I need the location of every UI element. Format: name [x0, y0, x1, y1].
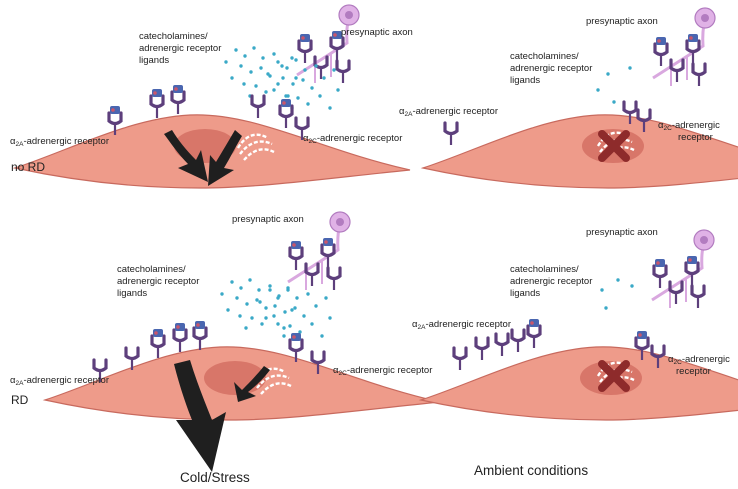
arrow-icon — [164, 130, 208, 182]
ligands-label-1: catecholamines/ — [510, 51, 579, 62]
presynaptic-axon-label: presynaptic axon — [586, 16, 658, 27]
a2c-label-line-1: α2C-adrenergic — [668, 354, 730, 366]
receptor-icon — [192, 319, 208, 352]
a2c-label: α2C-adrenergic receptor — [303, 133, 402, 145]
receptor-icon — [443, 121, 459, 147]
a2c-label-line-1: α2C-adrenergic — [658, 120, 720, 132]
caption-ambient-conditions: Ambient conditions — [474, 463, 588, 478]
panel-top-left: catecholamines/ adrenergic receptor liga… — [10, 5, 413, 189]
ligands-label-2: adrenergic receptor — [117, 276, 199, 287]
arrow-icon — [174, 360, 226, 472]
presynaptic-axon-label: presynaptic axon — [232, 214, 304, 225]
receptor-icon — [494, 332, 510, 358]
ligands-label-3: ligands — [510, 288, 540, 299]
ligands-label-1: catecholamines/ — [117, 264, 186, 275]
a2a-label: α2A-adrenergic receptor — [10, 375, 109, 387]
ligands-label-2: adrenergic receptor — [139, 43, 221, 54]
ligands-label-3: ligands — [117, 288, 147, 299]
receptor-icon — [278, 97, 294, 130]
ligands-label-1: catecholamines/ — [510, 264, 579, 275]
ligands-label-2: adrenergic receptor — [510, 63, 592, 74]
ligand-dots — [224, 46, 298, 98]
receptor-icon — [149, 87, 165, 120]
ligands-label-1: catecholamines/ — [139, 31, 208, 42]
ligands-label-2: adrenergic receptor — [510, 276, 592, 287]
panel-bottom-right: presynaptic axon catecholamines/ adrener… — [412, 227, 738, 421]
panel-bottom-left: presynaptic axon catecholamines/ adrener… — [10, 212, 441, 472]
ligand-dots — [258, 286, 332, 338]
presynaptic-axon-label: presynaptic axon — [586, 227, 658, 238]
receptor-icon — [172, 321, 188, 354]
a2c-label-line-2: receptor — [678, 132, 713, 143]
caption-cold-stress: Cold/Stress — [180, 470, 250, 485]
condition-label: no RD — [11, 160, 45, 174]
a2c-label: α2C-adrenergic receptor — [333, 365, 432, 377]
axon-icon — [297, 5, 359, 83]
receptor-icon — [170, 83, 186, 116]
ligand-dots — [600, 278, 634, 310]
ligands-label-3: ligands — [139, 55, 169, 66]
ligands-label-3: ligands — [510, 75, 540, 86]
receptor-icon — [474, 336, 490, 362]
arrow-icon — [208, 130, 242, 186]
axon-icon — [653, 8, 715, 86]
receptor-icon — [510, 328, 526, 354]
presynaptic-axon-label: presynaptic axon — [341, 27, 413, 38]
axon-icon — [652, 230, 714, 308]
panel-top-right: presynaptic axon catecholamines/ adrener… — [399, 8, 738, 189]
ligand-dots — [220, 278, 294, 330]
a2a-label: α2A-adrenergic receptor — [399, 106, 498, 118]
receptor-icon — [250, 94, 266, 120]
ligand-dots — [596, 66, 632, 104]
a2a-label: α2A-adrenergic receptor — [412, 319, 511, 331]
receptor-icon — [452, 346, 468, 372]
a2a-label: α2A-adrenergic receptor — [10, 136, 109, 148]
receptor-icon — [150, 327, 166, 360]
a2c-label-line-2: receptor — [676, 366, 711, 377]
arrow-icon — [234, 366, 270, 402]
receptor-icon — [526, 317, 542, 350]
condition-label: RD — [11, 393, 29, 407]
